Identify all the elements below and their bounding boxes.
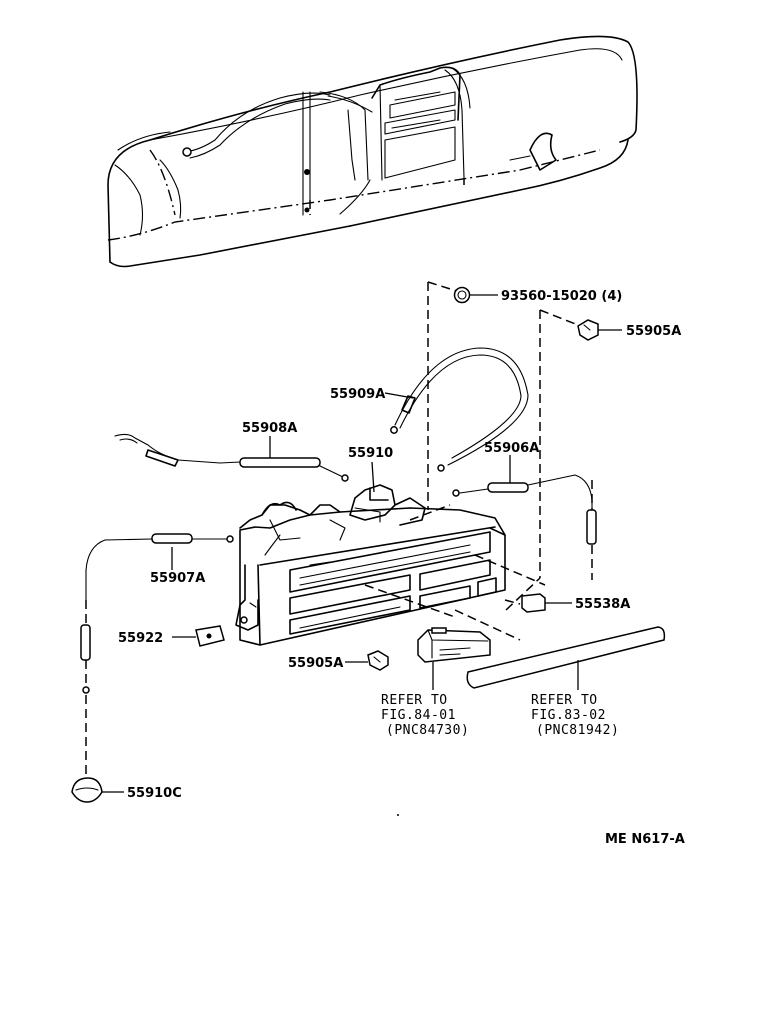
figure-code: ME N617-A	[605, 832, 685, 847]
screw-93560-15020	[453, 286, 498, 304]
cable-55908a	[114, 433, 349, 482]
part-label-55910: 55910	[348, 446, 393, 461]
refer-2-line1: REFER TO	[531, 693, 598, 708]
leader-lines	[171, 392, 579, 690]
part-label-55907a: 55907A	[150, 571, 205, 586]
strip-panel	[466, 626, 666, 689]
part-label-55908a: 55908A	[242, 421, 297, 436]
guide-lines	[427, 281, 579, 641]
part-label-93560-15020: 93560-15020 (4)	[501, 289, 622, 304]
clip-55922	[172, 625, 225, 647]
part-label-55538a: 55538A	[575, 597, 630, 612]
part-label-55922: 55922	[118, 631, 163, 646]
refer-2-line3: (PNC81942)	[536, 723, 619, 738]
cable-55909a	[390, 347, 529, 472]
part-label-55905a-top: 55905A	[626, 324, 681, 339]
refer-1-line1: REFER TO	[381, 693, 448, 708]
dashboard-panel	[107, 35, 638, 268]
part-label-55909a: 55909A	[330, 387, 385, 402]
cable-55906a	[452, 474, 597, 580]
cable-55907a	[80, 533, 234, 775]
heater-control-assembly	[235, 484, 546, 646]
part-label-55905a-bottom: 55905A	[288, 656, 343, 671]
grommet-55910c	[71, 777, 124, 803]
knob-55905a-bottom	[345, 650, 389, 671]
button-55538a	[521, 593, 572, 613]
part-label-55906a: 55906A	[484, 441, 539, 456]
switch-module	[417, 627, 491, 663]
knob-55905a-top	[577, 319, 622, 341]
labels: 93560-15020 (4) 55905A 55909A 55908A 559…	[118, 289, 685, 847]
refer-1-line3: (PNC84730)	[386, 723, 469, 738]
part-label-55910c: 55910C	[127, 786, 182, 801]
refer-1-line2: FIG.84-01	[381, 708, 456, 723]
refer-2-line2: FIG.83-02	[531, 708, 606, 723]
